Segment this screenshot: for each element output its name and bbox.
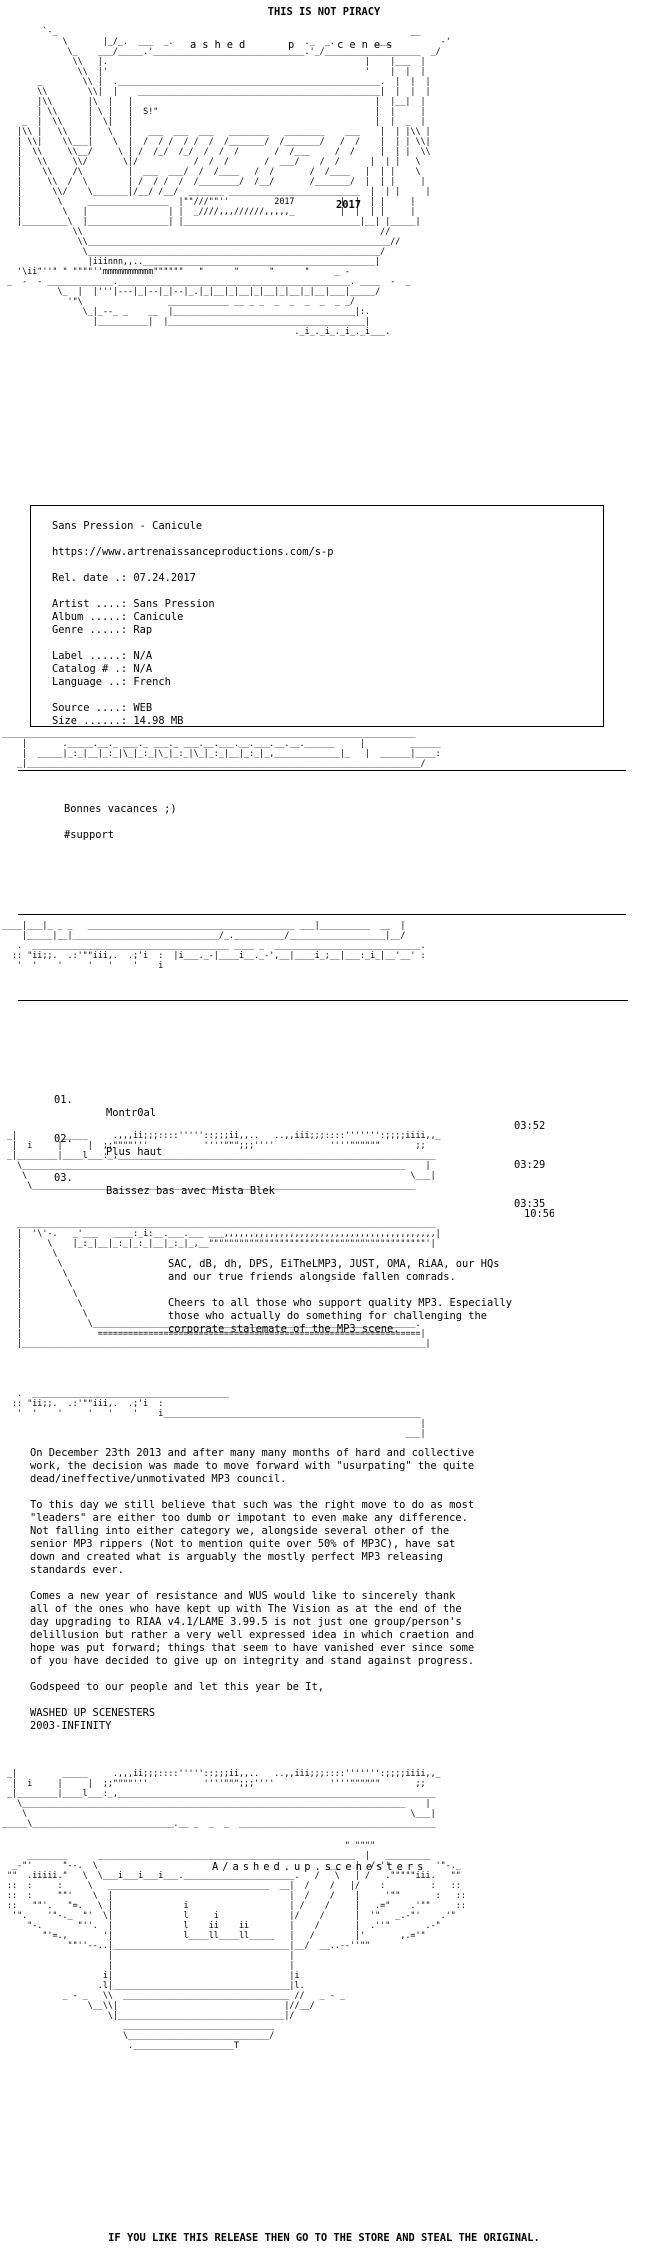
manifesto-line: Godspeed to our people and let this year…	[30, 1681, 325, 1693]
track-title: Plus haut	[106, 1146, 163, 1158]
tracklist: 01. Montr0al 03:52 02. Plus haut 03:29 0…	[54, 1055, 554, 1237]
header-title: THIS IS NOT PIRACY	[267, 6, 381, 18]
manifesto-line	[30, 1486, 630, 1499]
manifesto-line: down and created what is arguably the mo…	[30, 1551, 443, 1563]
total-time-row: 10:56	[54, 1198, 554, 1224]
release-genre: Genre .....: Rap	[52, 624, 153, 636]
logo-year: 2017	[336, 200, 362, 210]
release-url[interactable]: https://www.artrenaissanceproductions.co…	[52, 546, 334, 558]
banner-text: ashed p cenes	[190, 40, 399, 50]
top-logo-art: `-_ __ \ |_/_. ___ _. ._ _. ___ -' \_ __…	[7, 26, 451, 336]
greets-line-5: corporate stalemate of the MP3 scene.	[168, 1323, 400, 1335]
manifesto-line: To this day we still believe that such w…	[30, 1499, 475, 1511]
greets-line-3: Cheers to all those who support quality …	[168, 1297, 513, 1309]
manifesto-line	[30, 1694, 630, 1707]
manifesto: On December 23th 2013 and after many man…	[30, 1447, 630, 1733]
release-label: Label .....: N/A	[52, 650, 153, 662]
track-time: 03:52	[514, 1120, 546, 1132]
divider-art-4: . ______________________________________…	[12, 1388, 426, 1438]
manifesto-line: 2003-INFINITY	[30, 1720, 112, 1732]
release-catalog: Catalog # .: N/A	[52, 663, 153, 675]
manifesto-line: WASHED UP SCENESTERS	[30, 1707, 156, 1719]
greets-line-1: SAC, dB, dh, DPS, EiTheLMP3, JUST, OMA, …	[168, 1258, 500, 1270]
manifesto-line: Comes a new year of resistance and WUS w…	[30, 1590, 456, 1602]
manifesto-line	[30, 1668, 630, 1681]
divider-art-5: _| _____ .,,,ii;;;::::'''''::;;;ii,,.. .…	[2, 1768, 441, 1828]
release-date: Rel. date .: 07.24.2017	[52, 572, 196, 584]
divider-art-3: _| _____ .,,,ii;;;::::'''''::;;;ii,,.. .…	[7, 1130, 441, 1190]
track-title: Montr0al	[106, 1107, 157, 1119]
total-time: 10:56	[524, 1208, 554, 1220]
track-number: 03.	[54, 1172, 73, 1184]
release-source: Source ....: WEB	[52, 702, 153, 714]
track-time: 03:35	[514, 1198, 546, 1210]
tracklist-box	[18, 1000, 628, 1110]
track-number: 01.	[54, 1094, 73, 1106]
manifesto-line: standards ever.	[30, 1564, 124, 1576]
release-album: Album .....: Canicule	[52, 611, 184, 623]
release-language: Language ..: French	[52, 676, 171, 688]
track-title: Baissez bas avec Mista Blek	[106, 1185, 275, 1197]
greets: SAC, dB, dh, DPS, EiTheLMP3, JUST, OMA, …	[168, 1258, 628, 1336]
track-time: 03:29	[514, 1159, 546, 1171]
manifesto-line: all of the ones who have kept up with Th…	[30, 1603, 462, 1615]
release-size: Size ......: 14.98 MB	[52, 715, 184, 727]
footer-text: IF YOU LIKE THIS RELEASE THEN GO TO THE …	[108, 2232, 540, 2244]
greets-line-4: those who actually do something for chal…	[168, 1310, 488, 1322]
divider-art-1: ________________________________________…	[2, 728, 441, 768]
bottom-logo-text: A/ashed.up.scenesters	[212, 1862, 428, 1872]
manifesto-line: of you have decided to give up on integr…	[30, 1655, 475, 1667]
release-artist: Artist ....: Sans Pression	[52, 598, 215, 610]
manifesto-line: "leaders" are either too dumb or impotan…	[30, 1512, 468, 1524]
notes-line-2: #support	[64, 829, 115, 841]
manifesto-line: work, the decision was made to move forw…	[30, 1460, 475, 1472]
greets-line-2: and our true friends alongside fallen co…	[168, 1271, 456, 1283]
track-row: 01. Montr0al 03:52	[54, 1081, 554, 1132]
bottom-logo-art: " """" ________ ________________________…	[7, 1840, 466, 2050]
release-title: Sans Pression - Canicule	[52, 520, 203, 532]
notes: Bonnes vacances ;) #support	[64, 803, 464, 842]
manifesto-line	[30, 1577, 630, 1590]
manifesto-line: day upgrading to RIAA v4.1/LAME 3.99.5 i…	[30, 1616, 462, 1628]
manifesto-line: Not falling into either category we, alo…	[30, 1525, 450, 1537]
manifesto-line: hope was put forward; things that seem t…	[30, 1642, 475, 1654]
track-number: 02.	[54, 1133, 73, 1145]
notes-box	[18, 770, 626, 915]
notes-line-1: Bonnes vacances ;)	[64, 803, 177, 815]
manifesto-line: senior MP3 rippers (Not to mention quite…	[30, 1538, 456, 1550]
manifesto-line: On December 23th 2013 and after many man…	[30, 1447, 475, 1459]
track-row: 03. Baissez bas avec Mista Blek 03:35	[54, 1159, 554, 1210]
release-info: Sans Pression - Canicule https://www.art…	[52, 520, 592, 728]
manifesto-line: delillusion but rather a very well expre…	[30, 1629, 475, 1641]
manifesto-line: dead/ineffective/unmotivated MP3 council…	[30, 1473, 287, 1485]
track-row: 02. Plus haut 03:29	[54, 1120, 554, 1171]
release-info-box	[30, 505, 604, 727]
greets-art: ________________________________________…	[17, 1218, 441, 1348]
divider-art-2: ____|___|_ _ _ _________________________…	[2, 920, 426, 970]
